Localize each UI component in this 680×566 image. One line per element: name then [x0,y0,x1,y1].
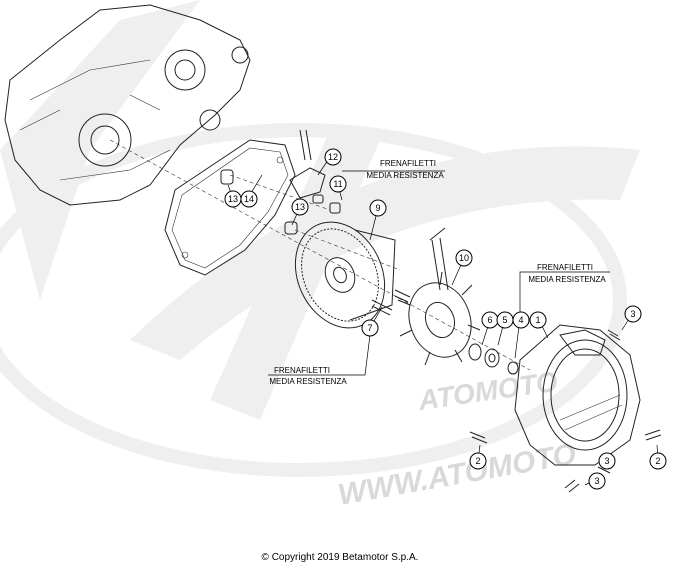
callout-2b: 2 [649,452,667,470]
callout-number: 4 [518,315,523,325]
note-line-1: FRENAFILETTI [274,366,330,375]
callout-5: 5 [496,311,514,329]
pickup-sensor [289,129,341,214]
callout-13a: 13 [224,190,242,208]
callout-3a: 3 [624,305,642,323]
callout-3b: 3 [588,472,606,490]
callout-11: 11 [329,175,347,193]
washers-and-nut [468,343,519,375]
callout-number: 2 [655,456,660,466]
copyright-text: © Copyright 2019 Betamotor S.p.A. [261,552,419,563]
cover-screws [469,329,662,493]
callout-number: 13 [295,202,305,212]
callout-number: 9 [375,203,380,213]
threadlocker-note-3: FRENAFILETTI MEDIA RESISTENZA [269,366,347,386]
callout-number: 3 [630,309,635,319]
callout-number: 1 [535,315,540,325]
callout-12: 12 [324,148,342,166]
callout-1: 1 [529,311,547,329]
callout-number: 14 [244,194,254,204]
callout-6: 6 [481,311,499,329]
note-line-2: MEDIA RESISTENZA [269,377,347,386]
callout-10: 10 [455,249,473,267]
callout-number: 5 [502,315,507,325]
callout-14: 14 [240,190,258,208]
callout-number: 13 [228,194,238,204]
callout-2a: 2 [469,452,487,470]
callout-number: 3 [604,456,609,466]
callout-number: 12 [328,152,338,162]
callout-4: 4 [512,311,530,329]
threadlocker-note-2: FRENAFILETTI MEDIA RESISTENZA [528,263,606,284]
watermark-background: ATOMOTO WWW.ATOMOTO [0,0,640,512]
crankcase [4,4,251,206]
callout-7: 7 [361,319,379,337]
note-line-1: FRENAFILETTI [380,159,436,168]
stator [397,227,481,366]
callout-number: 11 [333,179,342,189]
flywheel-bolts [371,289,411,316]
note-line-2: MEDIA RESISTENZA [366,171,444,180]
gasket [164,139,296,276]
assembly-axis-lines [109,139,531,371]
callout-number: 3 [594,476,599,486]
ignition-cover [514,324,641,466]
note-line-1: FRENAFILETTI [537,263,593,272]
note-line-2: MEDIA RESISTENZA [528,275,606,284]
callout-13b: 13 [291,198,309,216]
callout-number: 6 [487,315,492,325]
callout-number: 10 [459,253,469,263]
callout-number: 7 [367,323,372,333]
callout-9: 9 [369,199,387,217]
threadlocker-note-1: FRENAFILETTI MEDIA RESISTENZA [366,159,444,180]
callout-3c: 3 [598,452,616,470]
callout-number: 2 [475,456,480,466]
dowel-pins [220,169,298,235]
